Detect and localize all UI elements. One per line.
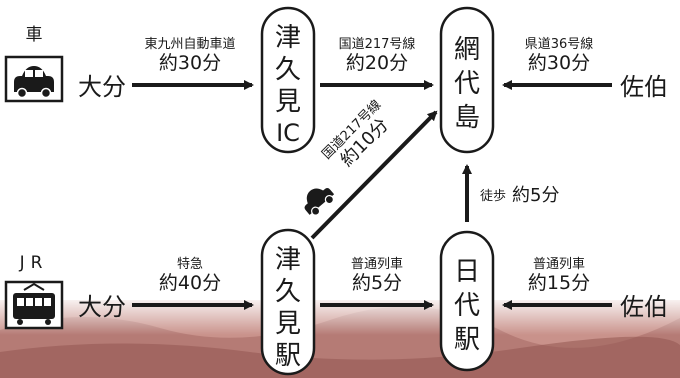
car-icon: [4, 55, 64, 103]
node-char: 網: [454, 35, 480, 65]
node-char: IC: [276, 119, 300, 147]
node-char: 島: [454, 103, 480, 133]
node-char: 見: [275, 87, 301, 117]
car-mode-label: 車: [26, 25, 43, 45]
node-tsukumi-station: 津 久 見 駅: [260, 228, 316, 376]
route-time-label: 約30分: [159, 52, 221, 74]
node-ajiro-island: 網 代 島: [439, 6, 495, 154]
route-time-label: 約20分: [346, 52, 408, 74]
route-train-label: 特急: [177, 257, 203, 272]
origin-oita-car: 大分: [78, 73, 126, 101]
route-train-label: 普通列車: [533, 257, 585, 272]
origin-saiki-car: 佐伯: [620, 73, 668, 101]
node-char: 代: [454, 69, 480, 99]
node-hishiro-station: 日 代 駅: [439, 230, 495, 372]
jr-mode-label: JR: [19, 253, 49, 273]
route-time-label: 約15分: [528, 272, 590, 294]
node-char: 駅: [275, 341, 301, 371]
route-road-label: 県道36号線: [525, 36, 594, 52]
route-road-label: 国道217号線: [339, 36, 416, 52]
node-char: 津: [275, 23, 301, 53]
walk-time-label: 約5分: [512, 185, 559, 206]
route-time-label: 約40分: [159, 272, 221, 294]
route-time-label: 約30分: [528, 52, 590, 74]
route-road-label: 東九州自動車道: [144, 36, 235, 52]
diagonal-route-label: 国道217号線 約10分: [319, 97, 393, 171]
origin-oita-jr: 大分: [78, 293, 126, 321]
node-char: 見: [275, 309, 301, 339]
node-char: 久: [275, 277, 301, 307]
route-train-label: 普通列車: [351, 257, 403, 272]
route-time-label: 約5分: [352, 272, 402, 294]
train-icon: [4, 280, 64, 330]
node-char: 日: [454, 257, 480, 287]
node-tsukumi-ic: 津 久 見 IC: [260, 6, 316, 154]
small-car-icon: [304, 188, 335, 216]
background-texture: [0, 295, 680, 378]
walk-label: 徒歩: [480, 189, 506, 204]
node-char: 駅: [454, 325, 480, 355]
node-char: 代: [454, 291, 480, 321]
origin-saiki-jr: 佐伯: [620, 293, 668, 321]
node-char: 津: [275, 245, 301, 275]
arrow-station-to-ajiro: [310, 110, 438, 240]
node-char: 久: [275, 55, 301, 85]
